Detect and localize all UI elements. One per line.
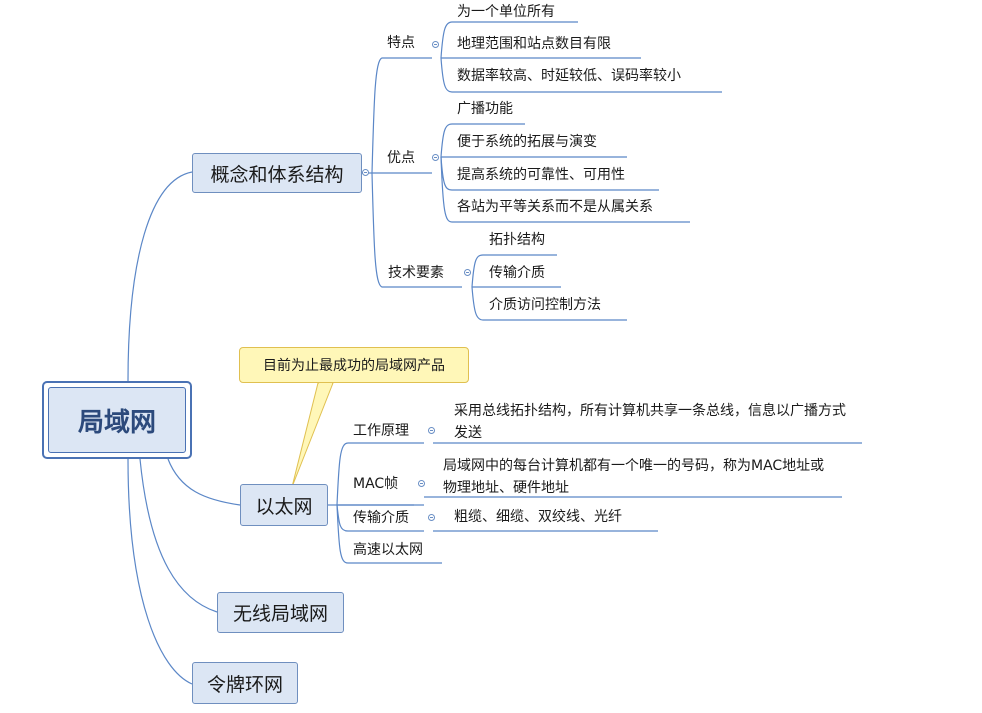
leaf-tech: 拓扑结构	[489, 232, 545, 248]
node-working-principle[interactable]: 工作原理	[353, 423, 409, 439]
node-wireless[interactable]: 无线局域网	[217, 592, 344, 633]
collapse-icon[interactable]	[432, 154, 439, 161]
node-ethernet[interactable]: 以太网	[240, 484, 328, 526]
node-advantages[interactable]: 优点	[387, 150, 415, 166]
collapse-icon[interactable]	[362, 169, 369, 176]
collapse-icon[interactable]	[428, 427, 435, 434]
node-concept[interactable]: 概念和体系结构	[192, 153, 362, 193]
leaf-medium-desc: 粗缆、细缆、双绞线、光纤	[454, 509, 622, 525]
leaf-advantage: 广播功能	[457, 101, 513, 117]
leaf-principle-desc: 采用总线拓扑结构，所有计算机共享一条总线，信息以广播方式发送	[454, 403, 846, 441]
node-features[interactable]: 特点	[387, 35, 415, 51]
leaf-tech: 介质访问控制方法	[489, 297, 601, 313]
root-node[interactable]: 局域网	[42, 381, 192, 459]
leaf-feature: 为一个单位所有	[457, 4, 555, 20]
leaf-advantage: 提高系统的可靠性、可用性	[457, 167, 625, 183]
collapse-icon[interactable]	[428, 514, 435, 521]
root-label: 局域网	[48, 387, 186, 453]
leaf-advantage: 各站为平等关系而不是从属关系	[457, 199, 653, 215]
node-fast-ethernet[interactable]: 高速以太网	[353, 542, 423, 558]
collapse-icon[interactable]	[464, 269, 471, 276]
leaf-feature: 地理范围和站点数目有限	[457, 36, 611, 52]
leaf-mac-desc: 局域网中的每台计算机都有一个唯一的号码，称为MAC地址或物理地址、硬件地址	[443, 458, 825, 496]
node-transmission-medium[interactable]: 传输介质	[353, 510, 409, 526]
leaf-feature: 数据率较高、时延较低、误码率较小	[457, 68, 681, 84]
node-token-ring[interactable]: 令牌环网	[192, 662, 298, 704]
leaf-tech: 传输介质	[489, 265, 545, 281]
collapse-icon[interactable]	[432, 41, 439, 48]
leaf-advantage: 便于系统的拓展与演变	[457, 134, 597, 150]
node-mac-frame[interactable]: MAC帧	[353, 476, 399, 492]
callout-note: 目前为止最成功的局域网产品	[239, 347, 469, 383]
collapse-icon[interactable]	[418, 480, 425, 487]
node-tech-elements[interactable]: 技术要素	[388, 265, 444, 281]
